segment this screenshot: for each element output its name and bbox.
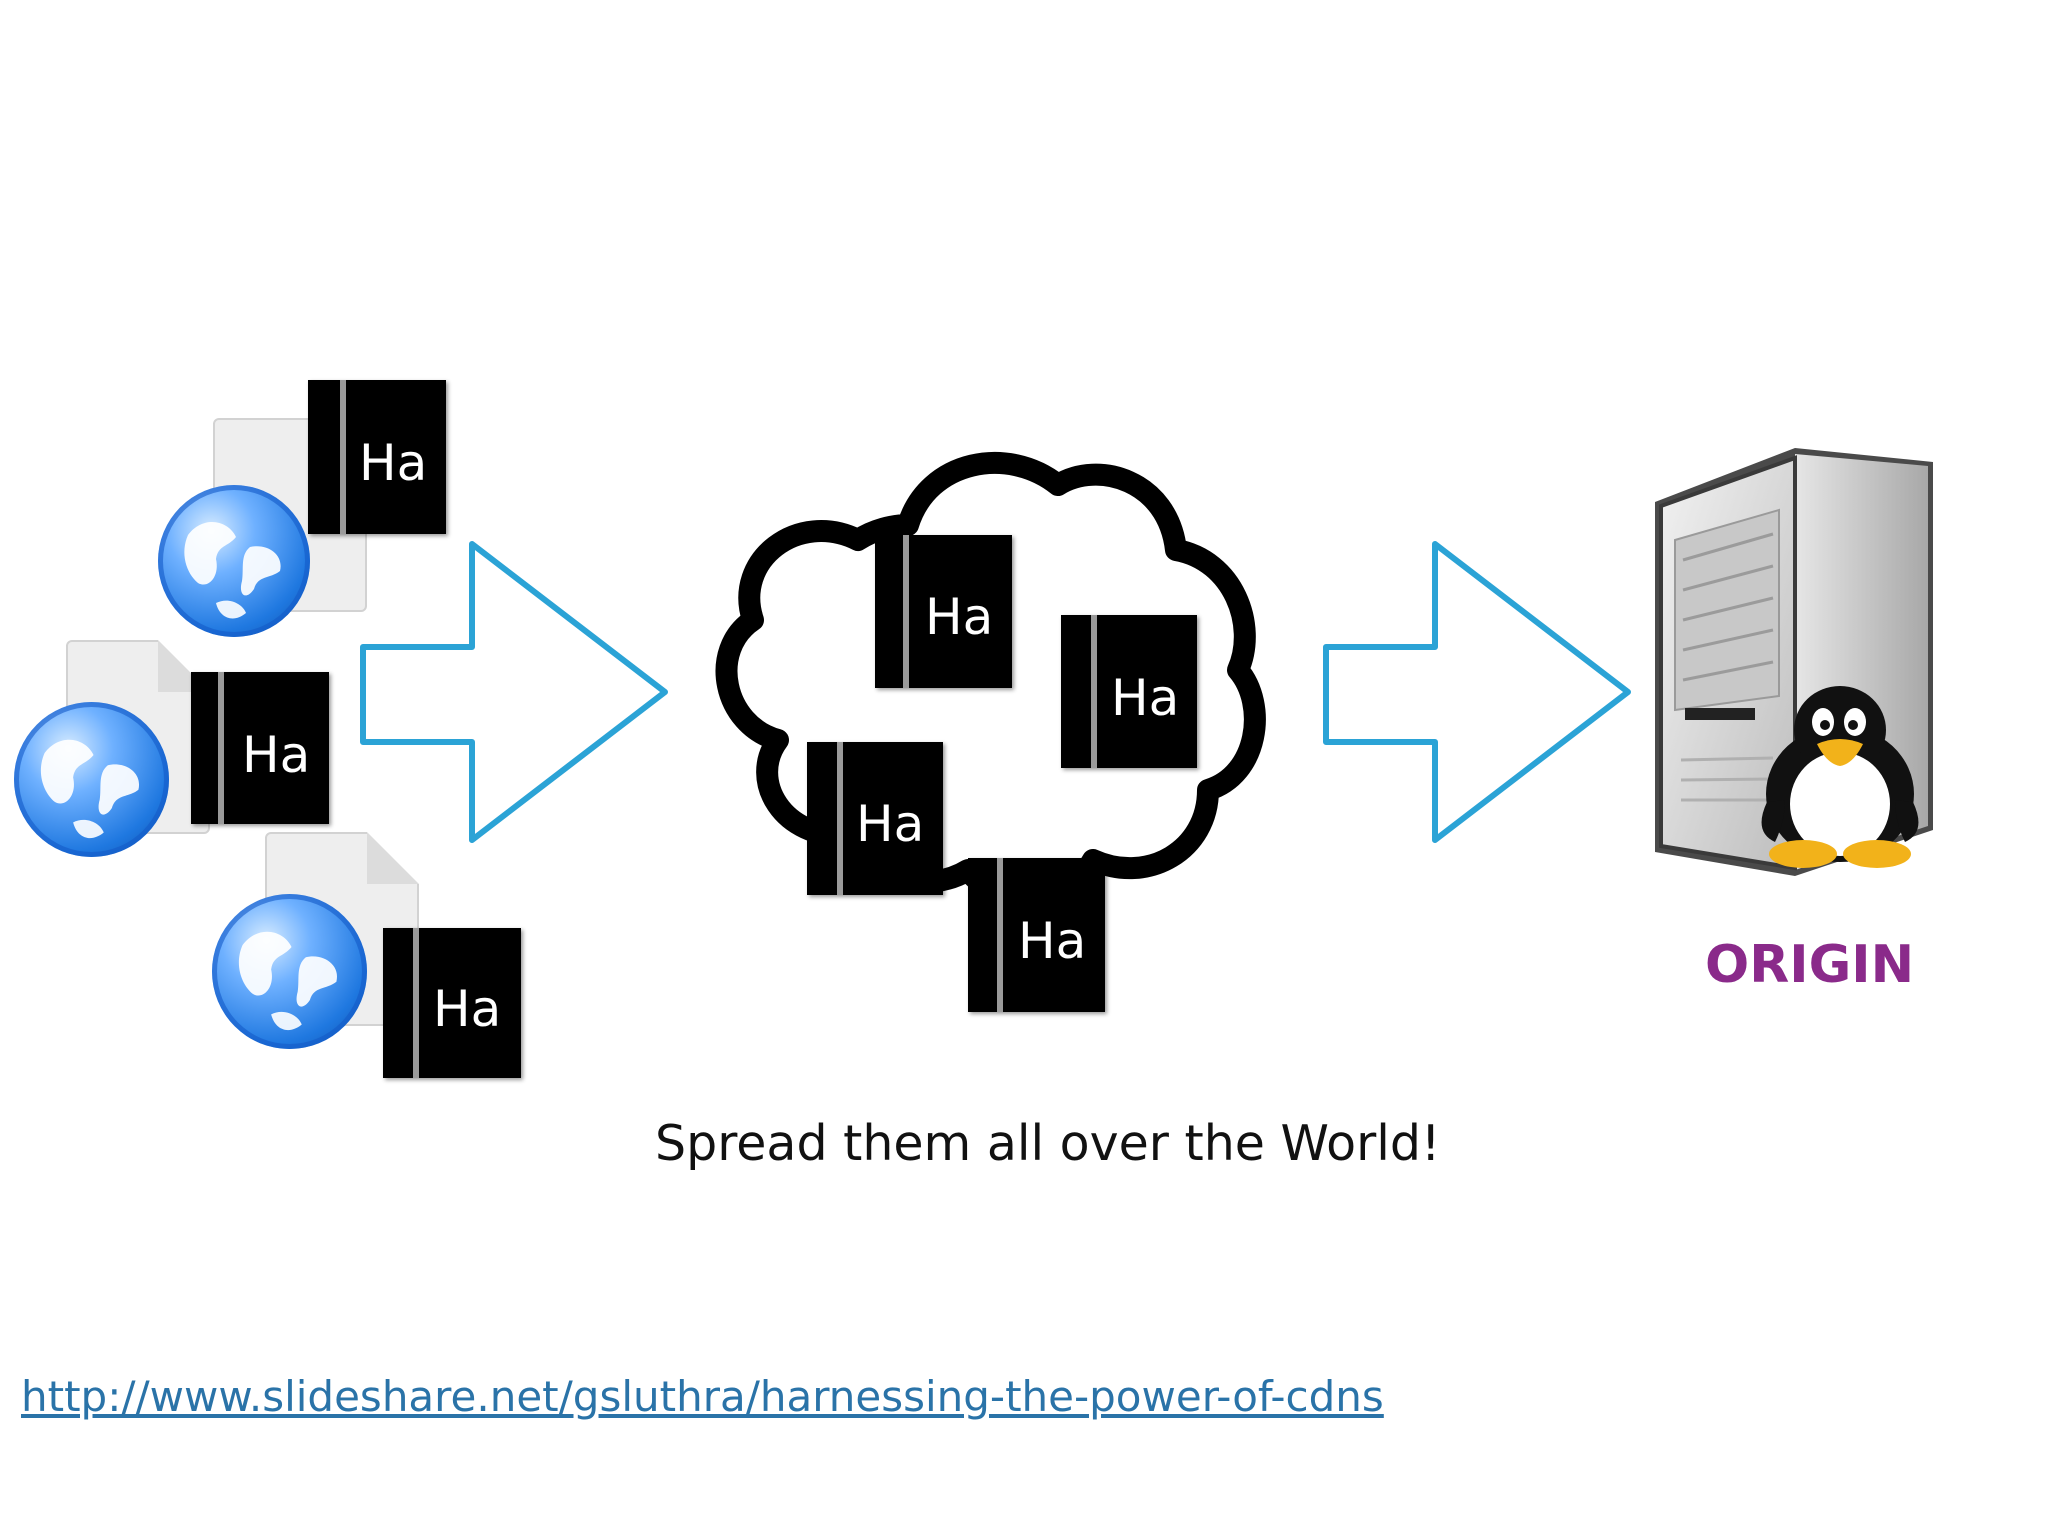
ha-box: Ha: [807, 742, 943, 895]
ha-label: Ha: [359, 434, 428, 492]
source-link[interactable]: http://www.slideshare.net/gsluthra/harne…: [21, 1372, 1384, 1421]
ha-box: Ha: [383, 928, 521, 1078]
tux-penguin-icon: [1761, 686, 1919, 868]
ha-label: Ha: [242, 726, 311, 784]
globe-icon: [212, 894, 367, 1049]
globe-icon: [14, 702, 169, 857]
ha-label: Ha: [1018, 912, 1087, 970]
diagram-caption: Spread them all over the World!: [655, 1115, 1441, 1172]
globe-icon: [158, 485, 310, 637]
arrow-right-icon: [360, 541, 668, 843]
ha-label: Ha: [1111, 669, 1180, 727]
ha-label: Ha: [856, 795, 925, 853]
ha-box: Ha: [308, 380, 446, 534]
ha-box: Ha: [191, 672, 329, 824]
ha-box: Ha: [1061, 615, 1197, 768]
ha-label: Ha: [433, 980, 502, 1038]
arrow-right-icon: [1323, 541, 1631, 843]
origin-label: ORIGIN: [1705, 935, 1915, 995]
ha-box: Ha: [968, 858, 1105, 1012]
ha-label: Ha: [925, 588, 994, 646]
ha-box: Ha: [875, 535, 1012, 688]
